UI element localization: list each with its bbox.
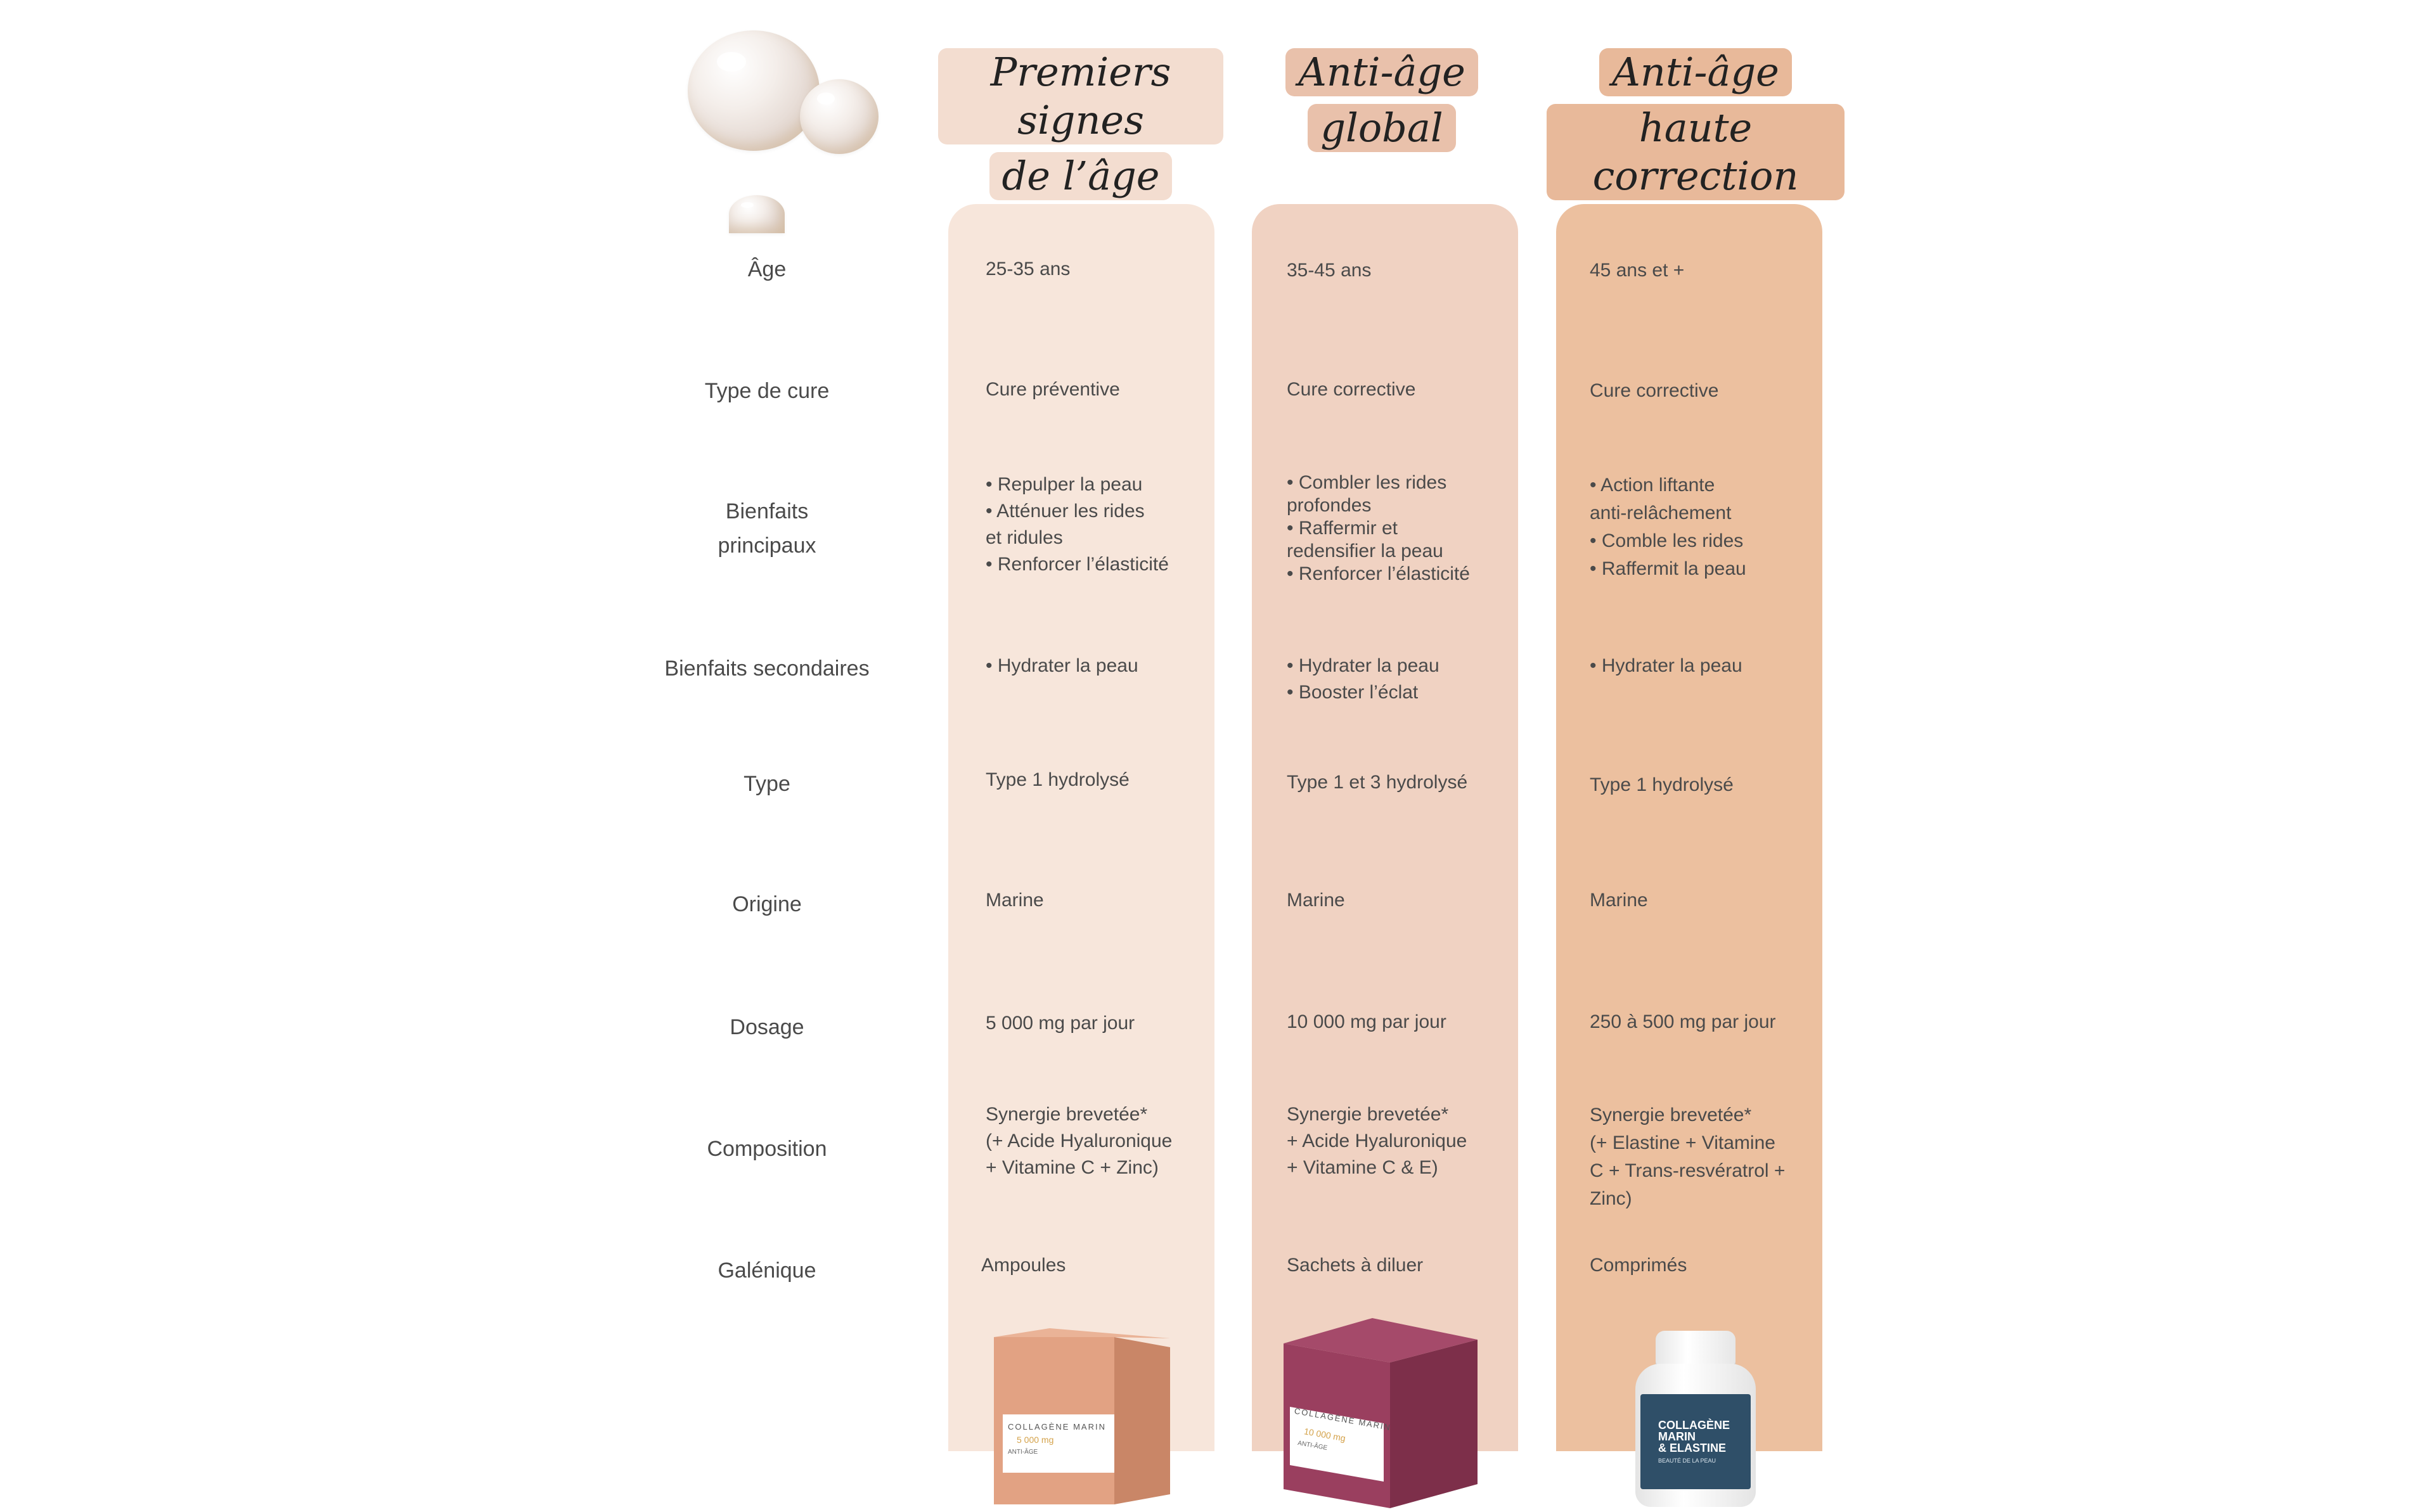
cell-line: • Booster l’éclat	[1287, 682, 1419, 703]
cell-bienfaits: • Repulper la peau • Atténuer les rides …	[986, 471, 1214, 578]
cell-type: Type 1 hydrolysé	[986, 769, 1130, 790]
product-bottle-comprimes: COLLAGÈNE MARIN & ELASTINE BEAUTÉ DE LA …	[1635, 1331, 1756, 1508]
bottle-title-line: MARIN	[1658, 1430, 1696, 1443]
decorative-bubble-large	[688, 30, 820, 151]
cell-secondaires: • Hydrater la peau • Booster l’éclat	[1287, 653, 1515, 706]
header-line: de l’âge	[989, 152, 1173, 200]
box-top	[1284, 1318, 1478, 1362]
cell-cure: Cure corrective	[1590, 380, 1719, 401]
cell-bienfaits: • Combler les rides profondes • Raffermi…	[1287, 471, 1515, 586]
cell-type: Type 1 hydrolysé	[1590, 774, 1734, 795]
bottle-title-line: COLLAGÈNE	[1658, 1419, 1730, 1432]
header-premiers-signes: Premiers signes de l’âge	[938, 44, 1223, 204]
box-side	[1114, 1337, 1170, 1504]
row-label-galenique: Galénique	[718, 1259, 816, 1283]
cell-origine: Marine	[986, 890, 1044, 911]
column-anti-age-global	[1252, 204, 1518, 1451]
cell-galenique: Comprimés	[1590, 1255, 1687, 1276]
cell-galenique: Ampoules	[981, 1255, 1066, 1276]
column-haute-correction	[1556, 204, 1822, 1451]
cell-line: • Raffermir et	[1287, 518, 1398, 539]
header-anti-age-global: Anti-âge global	[1239, 44, 1524, 156]
product-box-ampoules: COLLAGÈNE MARIN 5 000 mg ANTI-ÂGE	[994, 1328, 1171, 1506]
row-label-type: Type	[744, 772, 790, 796]
bottle-subtitle: BEAUTÉ DE LA PEAU	[1658, 1458, 1716, 1464]
bottle-title: COLLAGÈNE MARIN & ELASTINE	[1658, 1419, 1730, 1454]
cell-age: 25-35 ans	[986, 259, 1071, 279]
box-illustration	[1284, 1318, 1478, 1508]
cell-line: • Combler les rides	[1287, 472, 1447, 493]
product-box-sachets: COLLAGÈNE MARIN 10 000 mg ANTI-ÂGE	[1284, 1318, 1478, 1508]
cell-line: Synergie brevetée*	[1590, 1105, 1752, 1125]
cell-line: • Action liftante	[1590, 475, 1715, 496]
row-label-secondaires: Bienfaits secondaires	[664, 657, 870, 681]
row-label-age: Âge	[747, 257, 787, 281]
box-dose: 5 000 mg	[1017, 1435, 1054, 1445]
cell-composition: Synergie brevetée* (+ Elastine + Vitamin…	[1590, 1101, 1818, 1213]
cell-line: • Comble les rides	[1590, 530, 1744, 551]
row-label-bienfaits: Bienfaits principaux	[621, 494, 913, 563]
cell-origine: Marine	[1287, 890, 1345, 911]
header-line: Premiers signes	[938, 48, 1223, 144]
row-label-line: principaux	[718, 534, 816, 558]
cell-cure: Cure préventive	[986, 379, 1120, 400]
box-illustration	[994, 1328, 1170, 1504]
cell-line: Zinc)	[1590, 1188, 1632, 1209]
bottle-cap	[1656, 1331, 1735, 1368]
cell-line: + Acide Hyaluronique	[1287, 1131, 1467, 1151]
cell-line: anti-relâchement	[1590, 503, 1732, 523]
header-haute-correction: Anti-âge haute correction	[1547, 44, 1845, 204]
header-line: haute correction	[1547, 104, 1845, 200]
decorative-bubble-medium	[800, 79, 879, 154]
row-label-origine: Origine	[732, 892, 802, 916]
box-top	[994, 1328, 1170, 1338]
cell-dosage: 5 000 mg par jour	[986, 1013, 1135, 1034]
cell-dosage: 250 à 500 mg par jour	[1590, 1011, 1776, 1032]
cell-line: • Hydrater la peau	[986, 655, 1138, 676]
cell-line: Synergie brevetée*	[986, 1104, 1148, 1125]
cell-composition: Synergie brevetée* (+ Acide Hyaluronique…	[986, 1101, 1214, 1181]
cell-origine: Marine	[1590, 890, 1648, 911]
row-label-line: Bienfaits	[725, 499, 809, 523]
cell-line: • Repulper la peau	[986, 474, 1143, 495]
cell-dosage: 10 000 mg par jour	[1287, 1011, 1446, 1032]
cell-type: Type 1 et 3 hydrolysé	[1287, 772, 1468, 793]
cell-line: • Raffermit la peau	[1590, 558, 1746, 579]
cell-line: + Vitamine C & E)	[1287, 1157, 1438, 1178]
cell-cure: Cure corrective	[1287, 379, 1416, 400]
cell-bienfaits: • Action liftante anti-relâchement • Com…	[1590, 471, 1818, 583]
bottle-label	[1640, 1394, 1751, 1489]
column-premiers-signes	[948, 204, 1214, 1451]
cell-line: • Hydrater la peau	[1590, 655, 1742, 676]
cell-line: • Hydrater la peau	[1287, 655, 1439, 676]
row-label-dosage: Dosage	[730, 1015, 804, 1039]
cell-secondaires: • Hydrater la peau	[986, 653, 1214, 679]
cell-age: 35-45 ans	[1287, 260, 1372, 281]
cell-line: redensifier la peau	[1287, 541, 1443, 561]
bottle-title-line: & ELASTINE	[1658, 1442, 1727, 1454]
cell-galenique: Sachets à diluer	[1287, 1255, 1424, 1276]
cell-line: • Renforcer l’élasticité	[986, 554, 1169, 575]
cell-composition: Synergie brevetée* + Acide Hyaluronique …	[1287, 1101, 1515, 1181]
cell-line: Synergie brevetée*	[1287, 1104, 1449, 1125]
row-label-composition: Composition	[707, 1137, 827, 1161]
cell-line: (+ Elastine + Vitamine	[1590, 1132, 1775, 1153]
cell-line: • Atténuer les rides	[986, 501, 1145, 522]
cell-line: + Vitamine C + Zinc)	[986, 1157, 1159, 1178]
cell-line: profondes	[1287, 495, 1372, 516]
cell-line: • Renforcer l’élasticité	[1287, 563, 1470, 584]
header-line: Anti-âge	[1285, 48, 1478, 96]
decorative-bubble-small	[729, 195, 785, 233]
header-line: global	[1308, 104, 1456, 152]
cell-line: (+ Acide Hyaluronique	[986, 1131, 1173, 1151]
box-subtitle: ANTI-ÂGE	[1008, 1449, 1038, 1456]
box-side	[1390, 1340, 1478, 1508]
cell-secondaires: • Hydrater la peau	[1590, 653, 1818, 679]
header-line: Anti-âge	[1599, 48, 1792, 96]
cell-line: C + Trans-resvératrol +	[1590, 1160, 1786, 1181]
cell-age: 45 ans et +	[1590, 260, 1685, 281]
box-title: COLLAGÈNE MARIN	[1008, 1422, 1106, 1432]
cell-line: et ridules	[986, 527, 1063, 548]
row-label-cure: Type de cure	[704, 379, 830, 403]
